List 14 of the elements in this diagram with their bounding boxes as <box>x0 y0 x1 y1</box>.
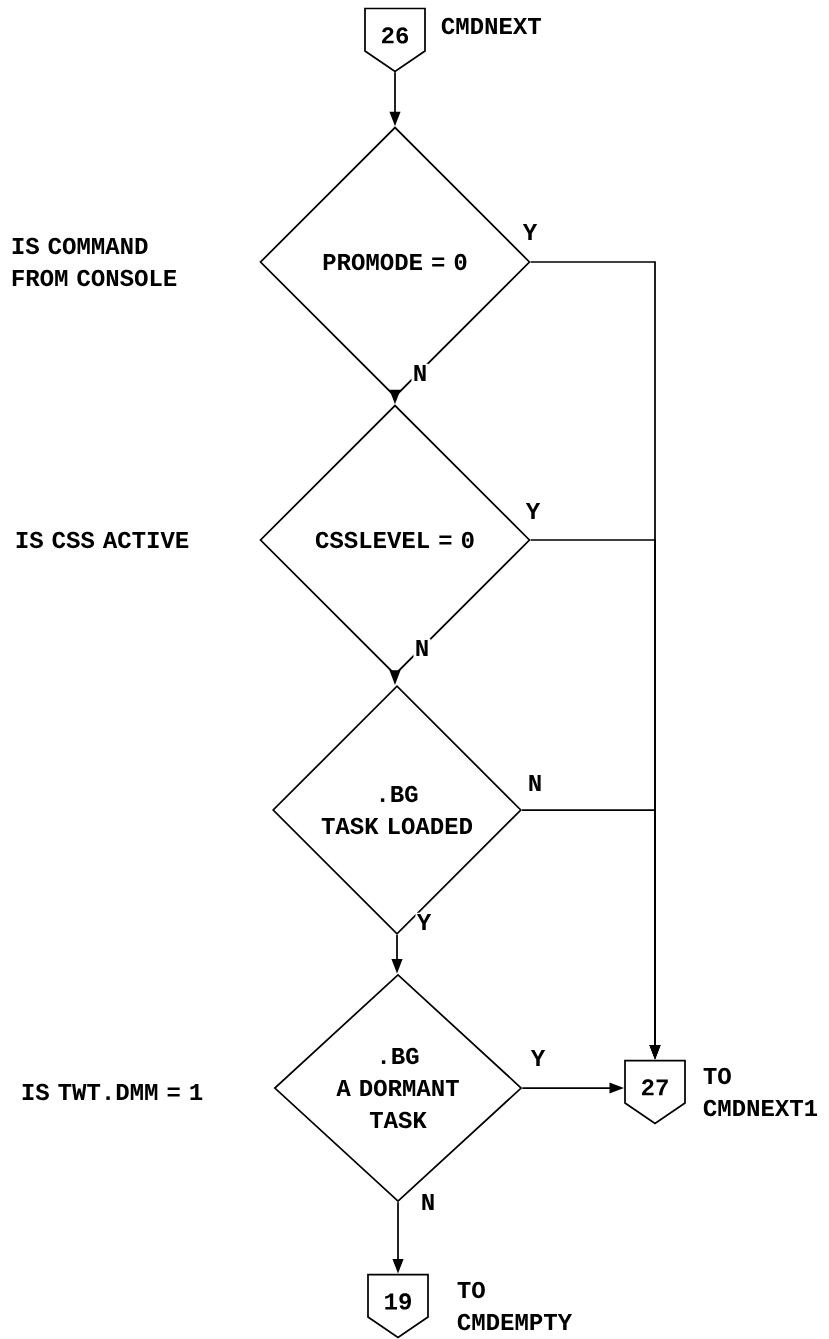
comment-text: IS CSS ACTIVE <box>16 531 189 549</box>
comment-text: IS TWT.DMM = 1 <box>22 1083 203 1101</box>
connector-pentagon: 19 <box>367 1273 429 1339</box>
comment-text: IS COMMAND FROM CONSOLE <box>12 237 177 287</box>
comment-text: TO CMDNEXT1 <box>703 1067 818 1117</box>
edge-label: Y <box>529 1048 547 1068</box>
comment-text: CMDNEXT <box>441 17 541 35</box>
edge-label: N <box>413 638 431 658</box>
connector-pentagon: 27 <box>624 1059 686 1125</box>
comment-text: TO CMDEMPTY <box>457 1281 573 1331</box>
edge-label: N <box>526 773 544 793</box>
edge-label: N <box>411 363 429 383</box>
edge-label: Y <box>415 912 433 932</box>
connector-pentagon: 26 <box>364 7 426 73</box>
